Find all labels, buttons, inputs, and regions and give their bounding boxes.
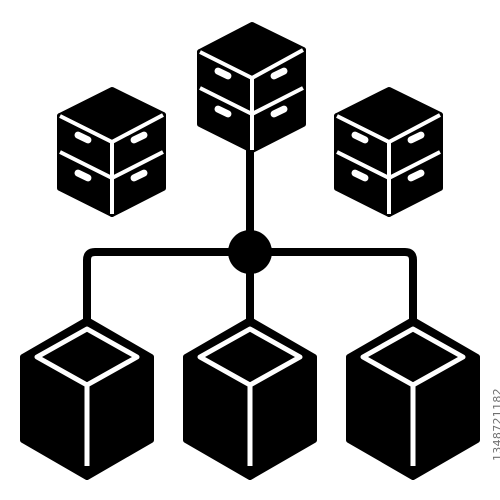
cube-center	[183, 317, 317, 480]
network-hub-node	[228, 230, 272, 274]
cube-left	[20, 317, 154, 480]
server-stack-left	[57, 87, 166, 217]
side-code-text: 1348721182	[491, 388, 500, 461]
server-stack-center	[197, 22, 306, 153]
cube-right	[346, 317, 480, 480]
server-stack-right	[334, 87, 443, 217]
